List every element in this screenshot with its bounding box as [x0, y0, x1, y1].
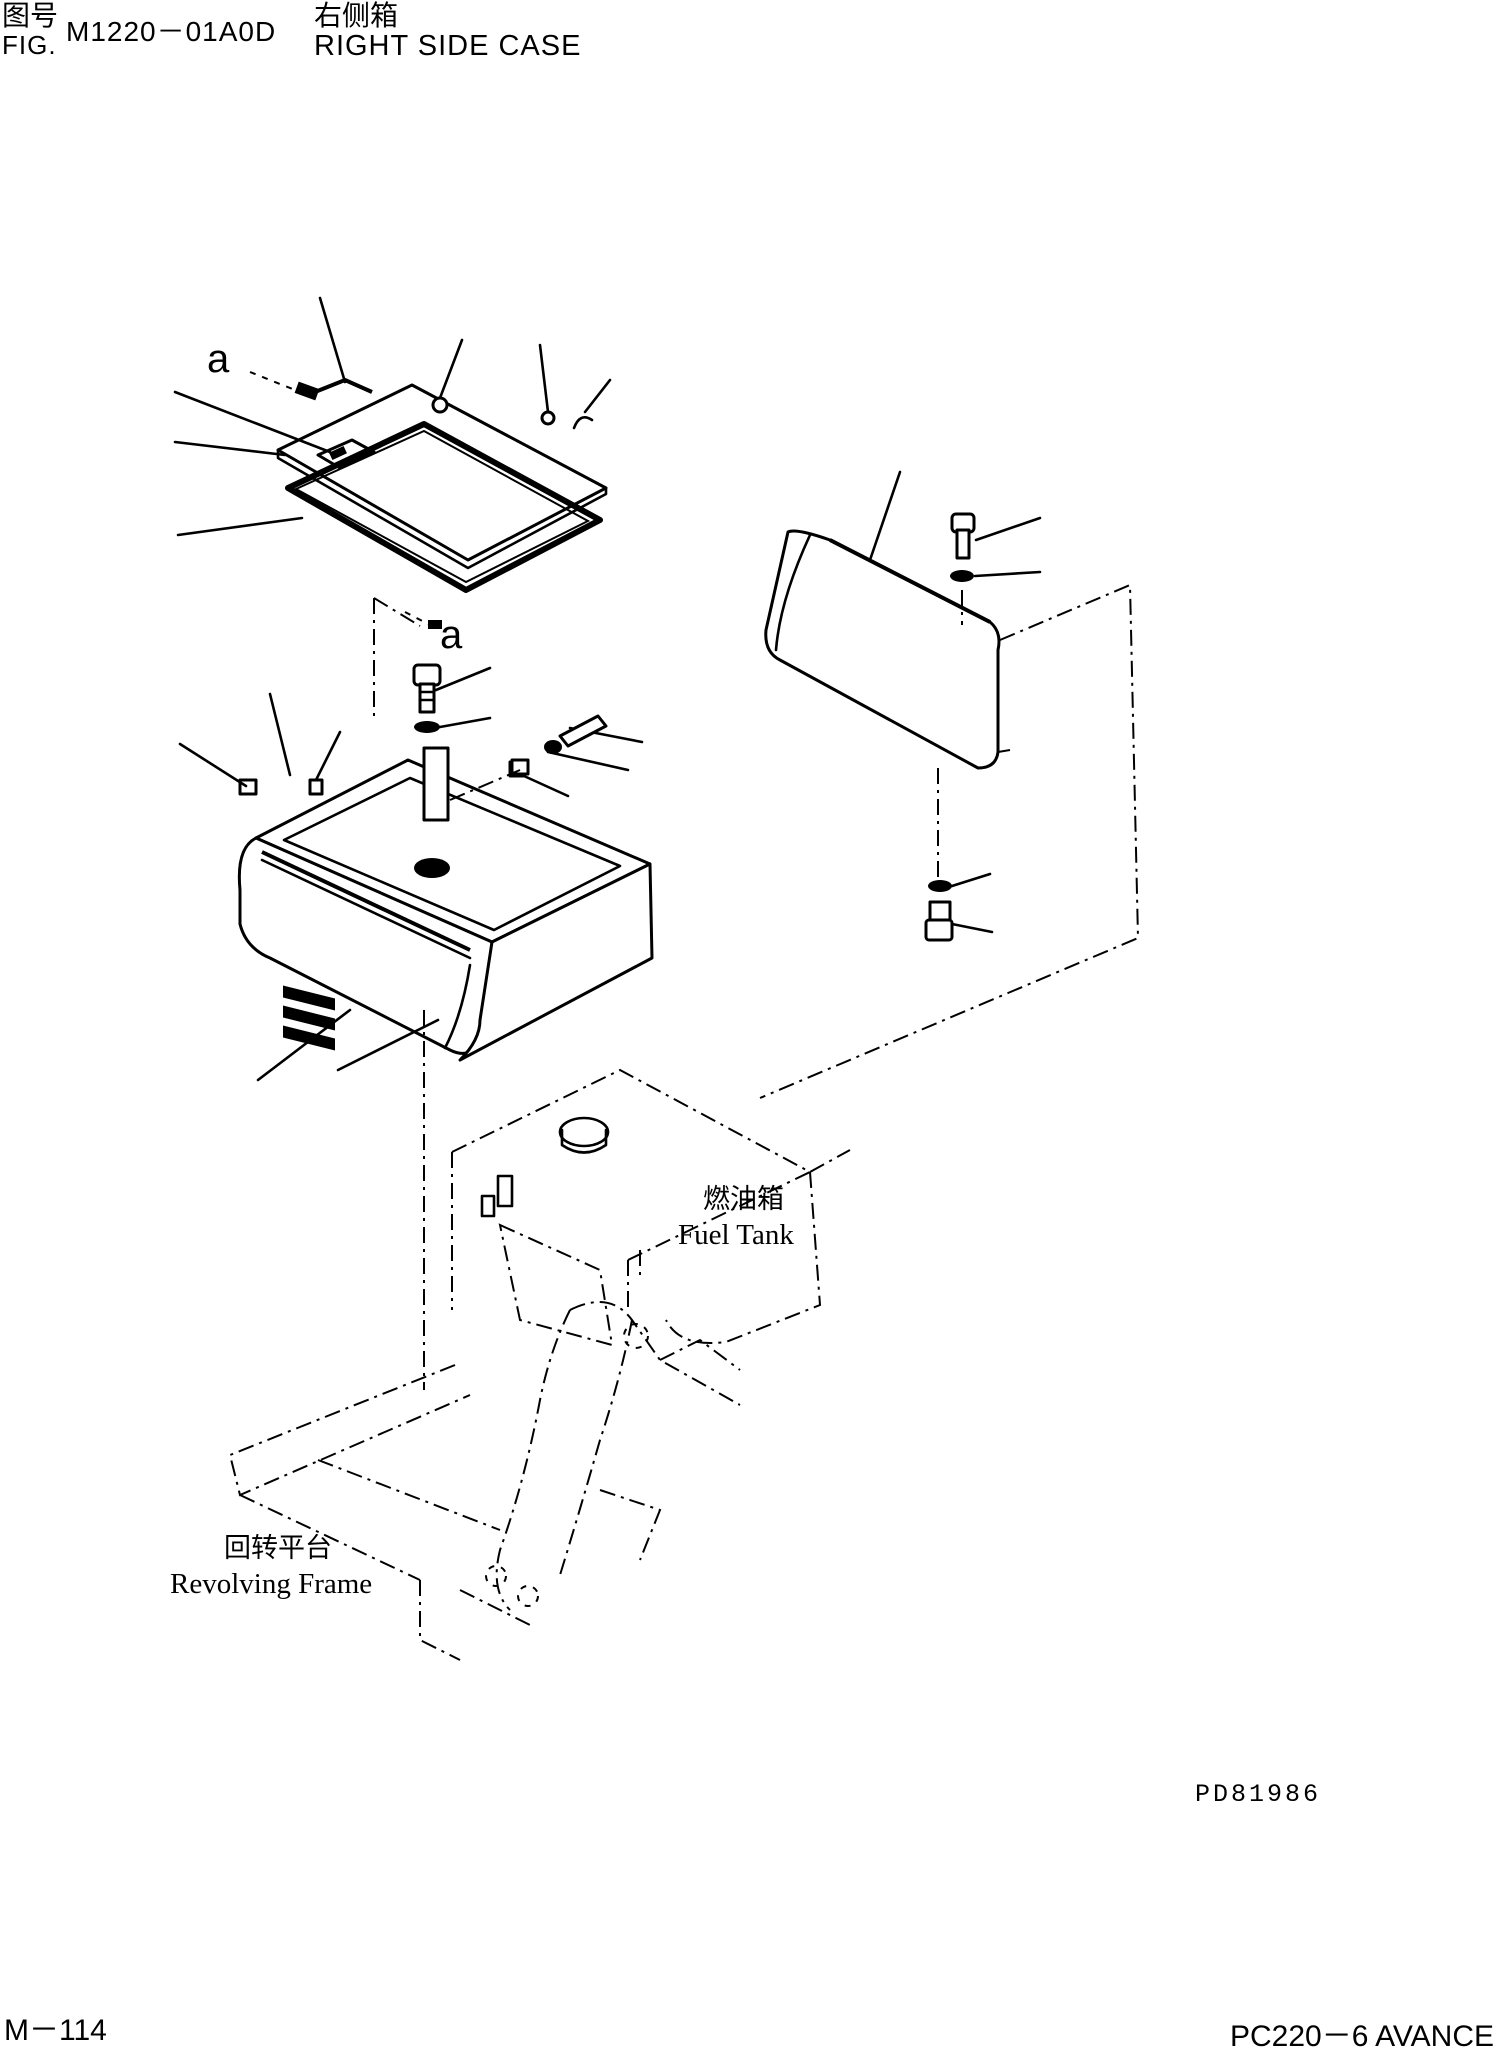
fuel-tank-label-cn: 燃油箱 [703, 1184, 784, 1215]
storage-box [237, 746, 654, 1062]
bolt-box-top [412, 663, 492, 733]
revolving-frame-label: Revolving Frame [170, 1568, 373, 1600]
lid-gasket [285, 421, 603, 593]
panel-bottom-bolt [924, 768, 994, 942]
screw-a-mid [404, 611, 442, 629]
leader-lines-upper [173, 296, 612, 537]
model-name: PC220－6 AVANCE [1230, 2020, 1495, 2053]
side-bolt [510, 714, 608, 776]
revolving-frame-outline [228, 1149, 851, 1661]
side-cover-panel [764, 470, 1042, 770]
fuel-tank-outline [451, 1068, 822, 1347]
figure-number: M1220－01A0D [66, 16, 277, 47]
fuel-tank-label: Fuel Tank [678, 1219, 794, 1251]
leader-lines-box [178, 692, 644, 1082]
drawing-code: PD81986 [1195, 1780, 1322, 1809]
revolving-frame-label-cn: 回转平台 [224, 1533, 332, 1564]
callout-mark-a-1: a [207, 337, 230, 381]
callout-mark-a-2: a [440, 613, 463, 657]
fig-label-en: FIG. [2, 30, 57, 60]
lid-cover [276, 378, 608, 570]
page-number: M－114 [4, 2014, 107, 2047]
page-title: RIGHT SIDE CASE [314, 30, 582, 62]
fig-label-cn: 图号 [2, 0, 59, 32]
screw-a-top [249, 371, 320, 401]
title-cn: 右侧箱 [314, 0, 399, 32]
